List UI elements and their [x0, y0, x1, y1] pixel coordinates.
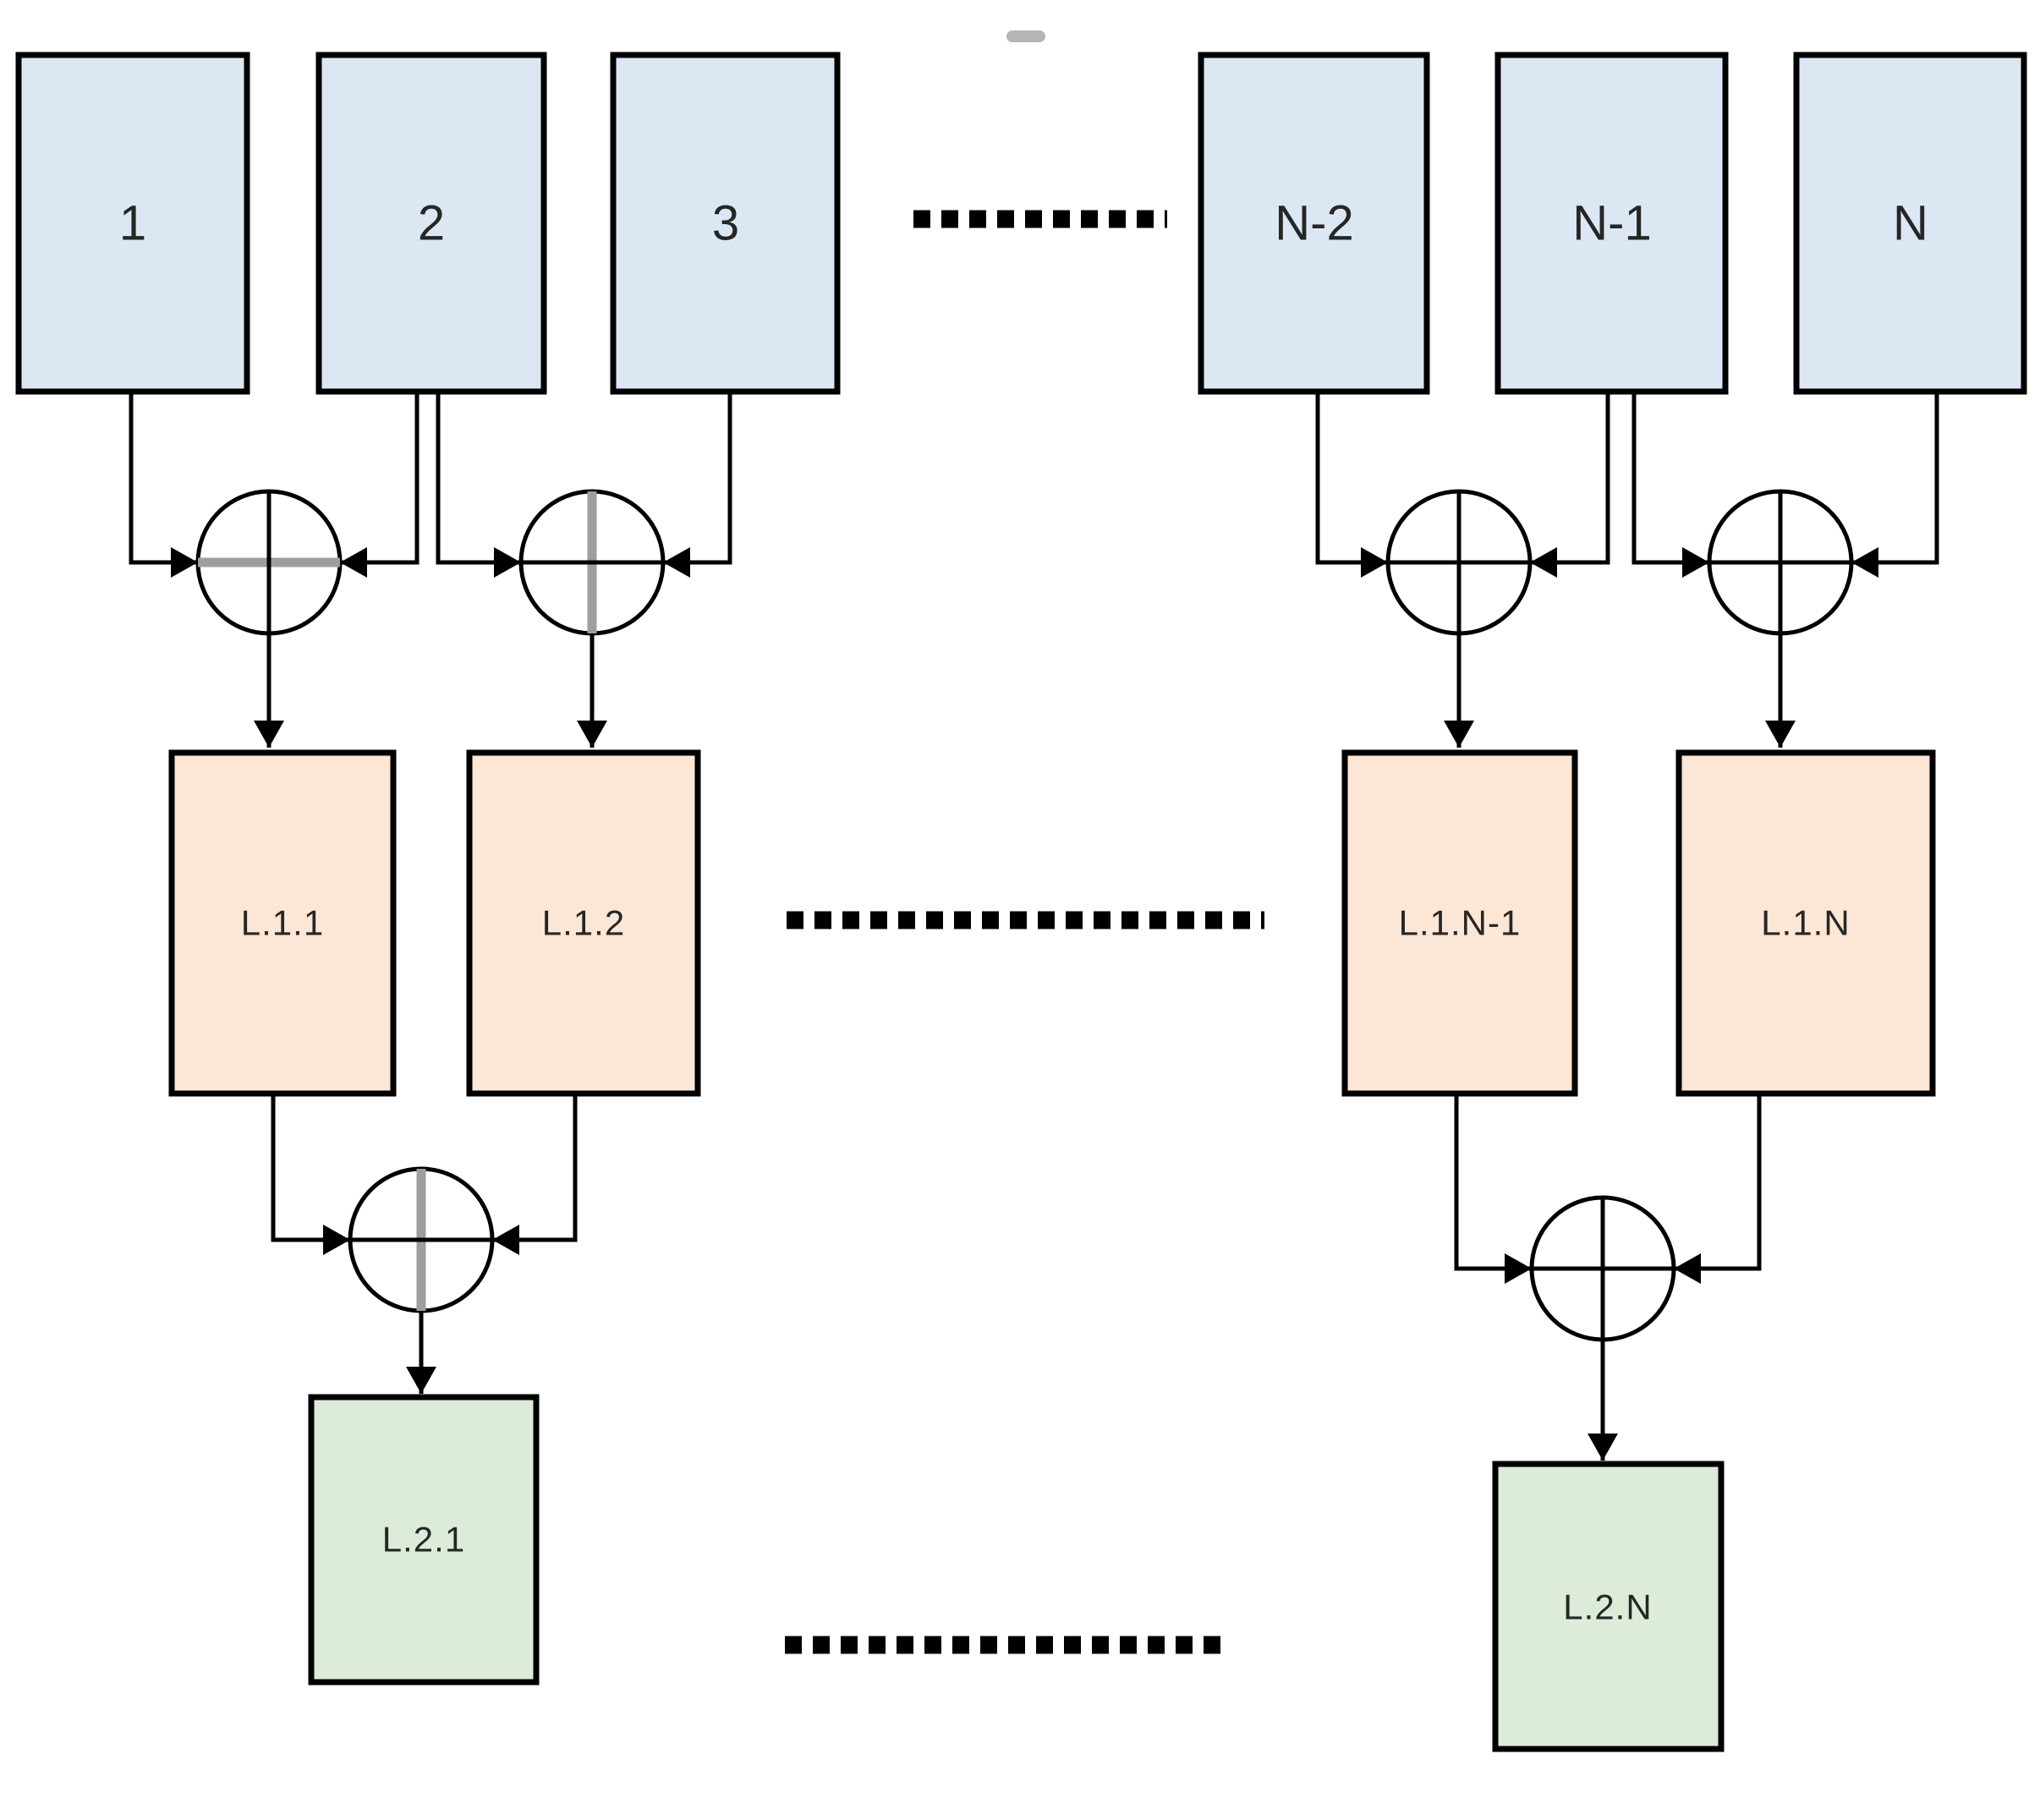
- level1-box-l1n: [1675, 749, 1936, 1097]
- level2-box-l2n: [1492, 1461, 1725, 1752]
- connector-l12-to-xor-e: [492, 1094, 578, 1255]
- input-box-3-label: 3: [712, 196, 739, 251]
- input-box-3: [610, 52, 841, 395]
- connector-l1n-to-xor-f: [1674, 1094, 1762, 1284]
- level2-box-l21: [308, 1394, 540, 1686]
- connector-1-to-xor-a: [129, 392, 198, 578]
- connector-2-to-xor-b: [436, 392, 521, 578]
- input-box-n2: [1198, 52, 1430, 395]
- connector-n2-to-xor-c: [1315, 392, 1388, 578]
- level1-row: L.1.1 L.1.2 L.1.N-1 L.1.N: [168, 749, 1936, 1097]
- input-box-n1: [1494, 52, 1729, 395]
- level1-box-l1n-label: L.1.N: [1761, 903, 1850, 943]
- input-box-1-label: 1: [119, 196, 146, 251]
- level1-box-l1n1-label: L.1.N-1: [1399, 903, 1522, 943]
- input-row: 1 2 3 N-2 N-1 N: [15, 52, 2027, 395]
- input-box-2: [315, 52, 547, 395]
- connector-n1-to-xor-c: [1530, 392, 1610, 578]
- connector-n-to-xor-d: [1851, 392, 1939, 578]
- connector-3-to-xor-b: [663, 392, 732, 578]
- level1-box-l12-label: L.1.2: [542, 903, 625, 943]
- level1-box-l11-label: L.1.1: [241, 903, 324, 943]
- input-box-n2-label: N-2: [1275, 196, 1353, 251]
- input-box-2-label: 2: [418, 196, 445, 251]
- connector-2-to-xor-a: [340, 392, 420, 578]
- level2-box-l21-label: L.2.1: [382, 1520, 465, 1560]
- stray-mark: [1006, 30, 1045, 42]
- input-box-1: [15, 52, 250, 395]
- input-box-n1-label: N-1: [1572, 196, 1651, 251]
- level2-box-l2n-label: L.2.N: [1563, 1587, 1652, 1627]
- level1-box-l1n1: [1341, 749, 1578, 1097]
- connector-n1-to-xor-d: [1631, 392, 1709, 578]
- level2-row: L.2.1 L.2.N: [308, 1394, 1725, 1752]
- input-box-n-label: N: [1893, 196, 1928, 251]
- level1-box-l12: [466, 749, 701, 1097]
- level1-box-l11: [168, 749, 397, 1097]
- connectors-row-1: [129, 392, 1939, 748]
- connector-l1n1-to-xor-f: [1454, 1094, 1532, 1284]
- xor-row-2: [348, 1166, 1676, 1342]
- input-box-n: [1793, 52, 2027, 395]
- connectors-row-2: [271, 1094, 1762, 1461]
- connector-l11-to-xor-e: [271, 1094, 350, 1255]
